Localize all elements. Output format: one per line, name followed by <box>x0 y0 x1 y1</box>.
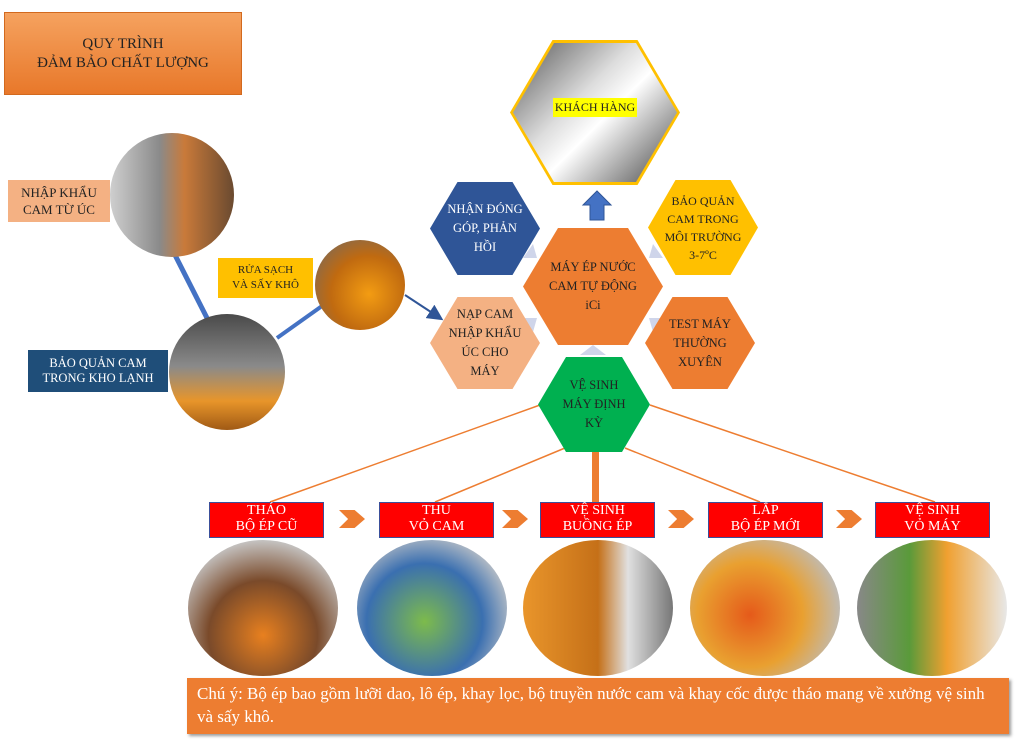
chevron-arrow-icon <box>502 510 528 528</box>
chevron-arrow-icon <box>668 510 694 528</box>
step-photo <box>690 540 840 676</box>
note-box: Chú ý: Bộ ép bao gồm lưỡi dao, lô ép, kh… <box>187 678 1009 734</box>
page-title: QUY TRÌNH ĐẢM BẢO CHẤT LƯỢNG <box>4 12 242 95</box>
step-photo <box>357 540 507 676</box>
step-photo <box>188 540 338 676</box>
step-clean-chamber: VỆ SINH BUỒNG ÉP <box>540 502 655 538</box>
chevron-arrow-icon <box>339 510 365 528</box>
cold-storage-photo <box>169 314 285 430</box>
wash-label: RỬA SẠCH VÀ SẤY KHÔ <box>218 258 313 298</box>
step-clean-casing: VỆ SINH VỎ MÁY <box>875 502 990 538</box>
step-collect-peel: THU VỎ CAM <box>379 502 494 538</box>
step-install-press: LẮP BỘ ÉP MỚI <box>708 502 823 538</box>
step-photo <box>523 540 673 676</box>
wash-photo <box>315 240 405 330</box>
step-photo <box>857 540 1007 676</box>
cleaning-hexagon: VỆ SINH MÁY ĐỊNH KỲ <box>538 357 650 452</box>
import-label: NHẬP KHẨU CAM TỪ ÚC <box>8 180 110 222</box>
cold-storage-label: BẢO QUẢN CAM TRONG KHO LẠNH <box>28 350 168 392</box>
customer-label: KHÁCH HÀNG <box>552 98 638 117</box>
step-remove-press: THÁO BỘ ÉP CŨ <box>209 502 324 538</box>
import-photo <box>110 133 234 257</box>
chevron-arrow-icon <box>836 510 862 528</box>
